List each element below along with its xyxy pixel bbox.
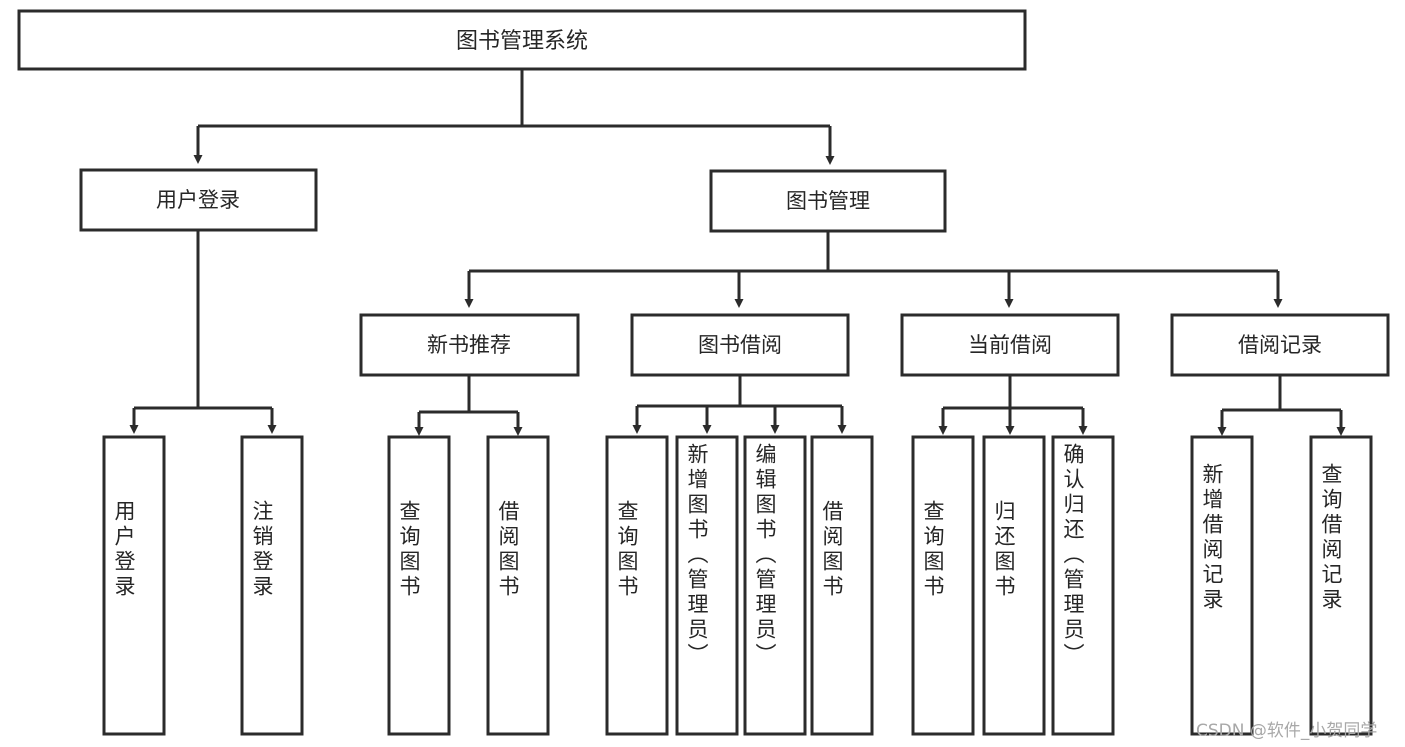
- connector-user-login-to-leaves: [129, 230, 277, 434]
- node-root[interactable]: 图书管理系统: [17, 9, 1027, 71]
- node-root-label: 图书管理系统: [456, 29, 588, 54]
- leaf-box[interactable]: [486, 435, 550, 736]
- leaf-box[interactable]: [387, 435, 451, 736]
- leaf-box-group-current-borrow: [911, 435, 1115, 736]
- leaf-box[interactable]: [102, 435, 166, 736]
- node-user-login[interactable]: 用户登录: [79, 168, 318, 232]
- leaf-box[interactable]: [1309, 435, 1373, 736]
- connector-book-borrow-to-leaves: [632, 375, 847, 434]
- leaf-box-group-user-login: [102, 435, 304, 736]
- connector-current-borrow-to-leaves: [938, 375, 1088, 435]
- node-book-borrow[interactable]: 图书借阅: [630, 313, 850, 377]
- leaf-box[interactable]: [675, 435, 739, 736]
- leaf-box-group-book-borrow: [605, 435, 874, 736]
- node-borrow-record-label: 借阅记录: [1238, 333, 1322, 357]
- leaf-box[interactable]: [743, 435, 807, 736]
- node-user-login-label: 用户登录: [156, 188, 240, 212]
- leaf-box-group-borrow-record: [1190, 435, 1373, 736]
- node-current-borrow[interactable]: 当前借阅: [900, 313, 1120, 377]
- node-book-borrow-label: 图书借阅: [698, 333, 782, 357]
- leaf-box[interactable]: [1051, 435, 1115, 736]
- leaf-box[interactable]: [1190, 435, 1254, 736]
- connector-borrow-record-to-leaves: [1217, 375, 1346, 436]
- csdn-watermark: CSDN @软件_小贺同学: [1196, 721, 1378, 741]
- leaf-box-group-new-book: [387, 435, 550, 736]
- node-current-borrow-label: 当前借阅: [968, 333, 1052, 357]
- leaf-box[interactable]: [982, 435, 1046, 736]
- connector-book-management-to-level3: [464, 231, 1283, 308]
- node-book-management-label: 图书管理: [786, 189, 870, 213]
- leaf-box[interactable]: [240, 435, 304, 736]
- connector-new-book-to-leaves: [414, 375, 523, 436]
- node-new-book-recommend[interactable]: 新书推荐: [359, 313, 580, 377]
- node-new-book-recommend-label: 新书推荐: [427, 333, 511, 357]
- leaf-box[interactable]: [911, 435, 975, 736]
- node-book-management[interactable]: 图书管理: [709, 169, 947, 233]
- node-borrow-record[interactable]: 借阅记录: [1170, 313, 1390, 377]
- connector-root-to-level2: [193, 69, 835, 165]
- leaf-box[interactable]: [605, 435, 669, 736]
- leaf-box[interactable]: [810, 435, 874, 736]
